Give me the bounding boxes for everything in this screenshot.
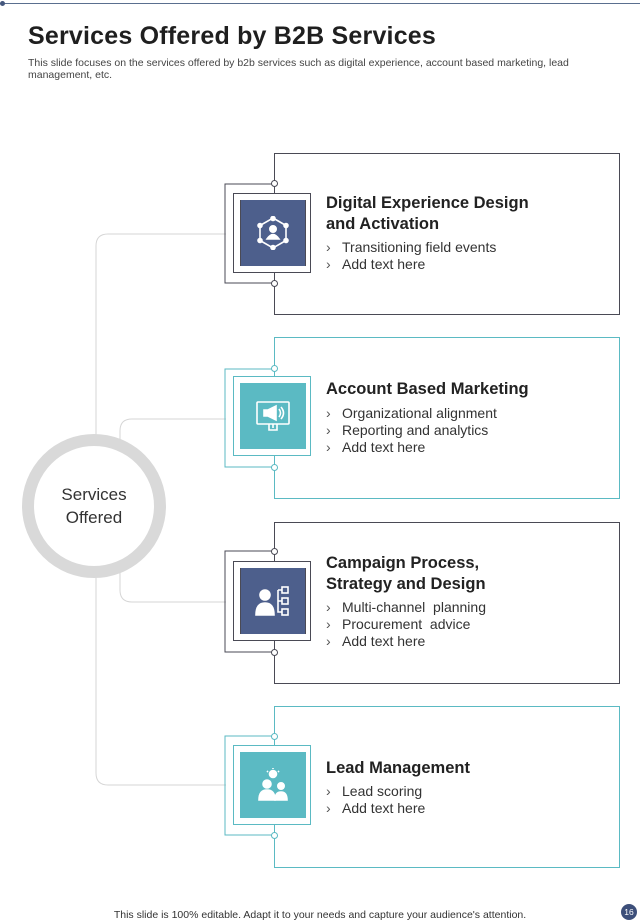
service-title: Campaign Process, Strategy and Design	[326, 554, 486, 593]
service-bullets: ›Organizational alignment ›Reporting and…	[326, 405, 497, 456]
connector-dot	[271, 548, 278, 555]
list-item: ›Reporting and analytics	[326, 422, 489, 438]
list-item: ›Lead scoring	[326, 783, 423, 799]
service-title: Lead Management	[326, 759, 470, 777]
list-item: ›Add text here	[326, 256, 426, 272]
service-title: Digital Experience Design and Activation	[326, 194, 529, 233]
connector-dot	[271, 832, 278, 839]
service-card-campaign-process	[274, 522, 620, 684]
top-rule-dot	[0, 1, 5, 6]
list-item: ›Add text here	[326, 800, 426, 816]
list-item: ›Add text here	[326, 439, 426, 455]
top-rule	[0, 3, 640, 4]
connector-dot	[271, 649, 278, 656]
person-flowchart-icon	[241, 568, 305, 634]
service-icon-frame	[233, 561, 311, 641]
service-bullets: ›Transitioning field events ›Add text he…	[326, 239, 496, 273]
list-item: ›Organizational alignment	[326, 405, 497, 421]
service-icon-frame	[233, 193, 311, 273]
service-bullets: ›Lead scoring ›Add text here	[326, 783, 425, 817]
service-icon-frame	[233, 745, 311, 825]
list-item: ›Multi-channel planning	[326, 599, 486, 615]
service-bullets: ›Multi-channel planning ›Procurement adv…	[326, 599, 486, 650]
connector-dot	[271, 733, 278, 740]
service-card-lead-management	[274, 706, 620, 868]
service-title: Account Based Marketing	[326, 380, 529, 398]
page-number-badge: 16	[621, 904, 637, 920]
connector-dot	[271, 180, 278, 187]
service-icon-frame	[233, 376, 311, 456]
connector-dot	[271, 464, 278, 471]
connector-dot	[271, 280, 278, 287]
lightbulb-team-icon	[241, 752, 305, 818]
hub-label: Services Offered	[61, 485, 127, 527]
list-item: ›Add text here	[326, 633, 426, 649]
network-person-icon	[241, 200, 305, 266]
page-title: Services Offered by B2B Services	[28, 22, 437, 50]
megaphone-screen-icon	[241, 383, 305, 449]
footer-note: This slide is 100% editable. Adapt it to…	[113, 909, 527, 921]
list-item: ›Procurement advice	[326, 616, 471, 632]
list-item: ›Transitioning field events	[326, 239, 497, 255]
connector-dot	[271, 365, 278, 372]
service-card-digital-experience	[274, 153, 620, 315]
page-subtitle: This slide focuses on the services offer…	[28, 57, 569, 81]
services-offered-hub: Services Offered	[22, 434, 166, 578]
